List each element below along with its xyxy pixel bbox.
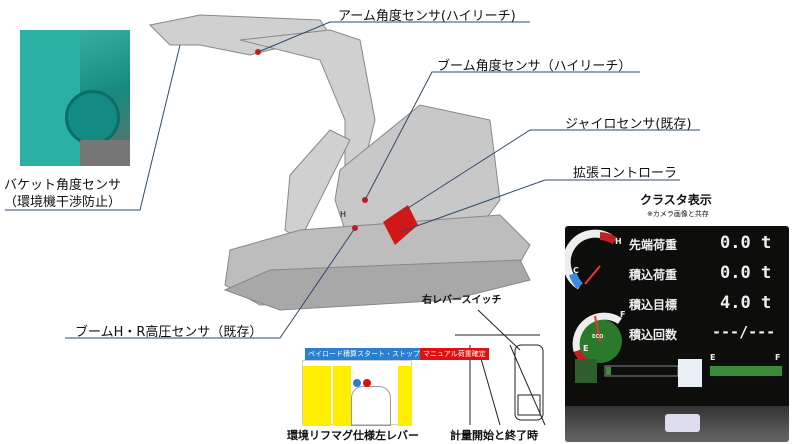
bar-e: E bbox=[710, 353, 716, 362]
bucket-sensor-label: バケット角度センサ bbox=[4, 178, 122, 193]
gauge-e: E bbox=[583, 344, 589, 353]
cluster-title: クラスタ表示 bbox=[640, 193, 712, 207]
gauge-c: C bbox=[573, 266, 579, 275]
gauges bbox=[565, 229, 782, 387]
boom-pressure-sensor-label: ブームH・R高圧センサ（既存） bbox=[75, 325, 263, 340]
row-label: 積込回数 bbox=[629, 328, 678, 342]
gyro-sensor-label: ジャイロセンサ(既存) bbox=[565, 117, 692, 132]
arm-angle-sensor-label: アーム角度センサ(ハイリーチ) bbox=[338, 9, 516, 24]
boom-angle-sensor-label: ブーム角度センサ（ハイリーチ） bbox=[437, 59, 632, 74]
left-lever-image bbox=[302, 360, 412, 426]
cluster-display: C H F E ECO 先端荷重 0.0 t 積込荷重 0.0 t 積込目標 4… bbox=[565, 226, 789, 442]
left-lever-caption: 環境リフマグ仕様左レバー bbox=[287, 429, 419, 442]
eco-label: ECO bbox=[592, 334, 604, 340]
row-label: 積込荷重 bbox=[629, 268, 678, 282]
bar-f: F bbox=[775, 353, 781, 362]
marker-h: H bbox=[340, 210, 347, 219]
row-value: 4.0 t bbox=[720, 293, 772, 313]
bucket-sensor-note: （環境機干渉防止） bbox=[4, 195, 122, 210]
right-lever-switch-label: 右レバースイッチ bbox=[422, 295, 502, 306]
row-value: ---/--- bbox=[712, 323, 776, 341]
gauge-h: H bbox=[615, 237, 622, 246]
gauge-f: F bbox=[620, 310, 626, 319]
row-label: 先端荷重 bbox=[629, 238, 678, 252]
payload-start-stop-tag: ペイロード積算スタート・ストップ bbox=[305, 348, 423, 360]
row-value: 0.0 t bbox=[720, 233, 772, 253]
manual-load-confirm-tag: マニュアル荷重確定 bbox=[420, 348, 489, 360]
row-value: 0.0 t bbox=[720, 263, 772, 283]
controller-label: 拡張コントローラ bbox=[573, 166, 678, 181]
row-label: 積込目標 bbox=[629, 298, 678, 312]
bucket-sensor-photo bbox=[20, 30, 130, 166]
camera-image bbox=[565, 406, 789, 442]
measure-caption: 計量開始と終了時 bbox=[450, 429, 538, 442]
cluster-subtitle: ※カメラ画像と共存 bbox=[647, 210, 709, 218]
